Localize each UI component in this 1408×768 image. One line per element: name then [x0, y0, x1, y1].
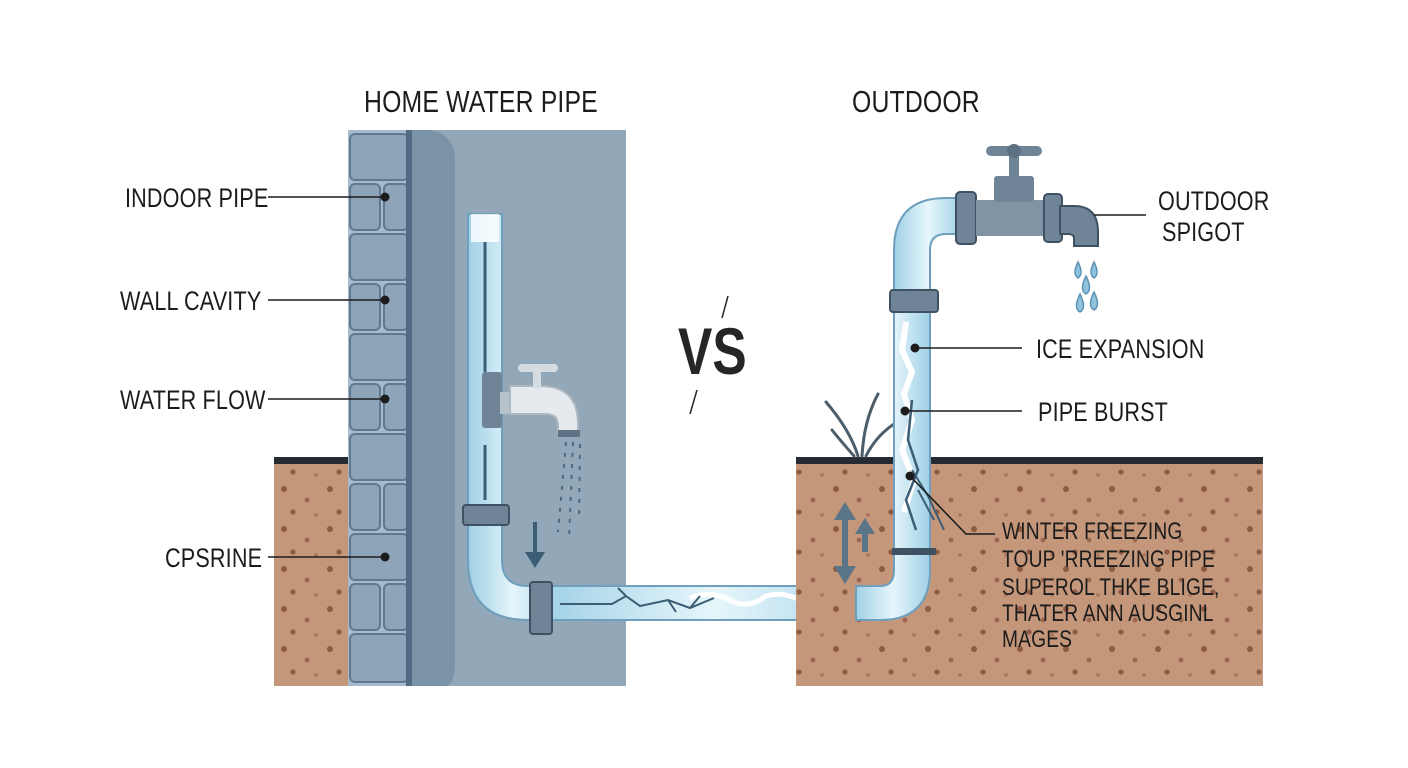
outdoor-spigot-icon — [955, 144, 1099, 247]
note-line-3: SUPEROL THKE BLIGE, — [1002, 574, 1220, 601]
label-wall-cavity: WALL CAVITY — [120, 286, 262, 316]
label-outdoor-spigot-line2: SPIGOT — [1162, 217, 1245, 247]
water-drop-icon — [1074, 260, 1099, 313]
outdoor-pipe — [855, 197, 963, 621]
label-cpsrine: CPSRINE — [165, 543, 263, 573]
leader-lines — [268, 192, 1146, 562]
note-line-5: MAGES — [1002, 626, 1073, 653]
brick-wall — [348, 130, 412, 686]
indoor-faucet-icon — [482, 364, 581, 541]
right-soil — [796, 457, 1263, 686]
wall-cavity-shade — [410, 130, 455, 686]
label-ice-expansion: ICE EXPANSION — [1036, 334, 1205, 364]
vs-divider — [689, 295, 729, 415]
flow-arrow-icon — [525, 522, 545, 568]
grass-tuft-icon — [824, 392, 896, 458]
note-line-4: THATER ANN AUSGINL — [1002, 600, 1214, 627]
label-pipe-burst: PIPE BURST — [1038, 397, 1169, 427]
label-outdoor-spigot-line1: OUTDOOR — [1158, 186, 1270, 216]
note-line-1: WINTER FREEZING — [1002, 518, 1183, 545]
home-heading: HOME WATER PIPE — [364, 84, 598, 119]
note-line-2: TOUP 'RREEZING PIPE — [1002, 546, 1215, 573]
label-water-flow: WATER FLOW — [120, 385, 266, 415]
expansion-arrows-icon — [834, 502, 875, 584]
vs-label: VS — [678, 314, 747, 388]
label-indoor-pipe: INDOOR PIPE — [125, 183, 269, 213]
outdoor-heading: OUTDOOR — [852, 84, 980, 119]
